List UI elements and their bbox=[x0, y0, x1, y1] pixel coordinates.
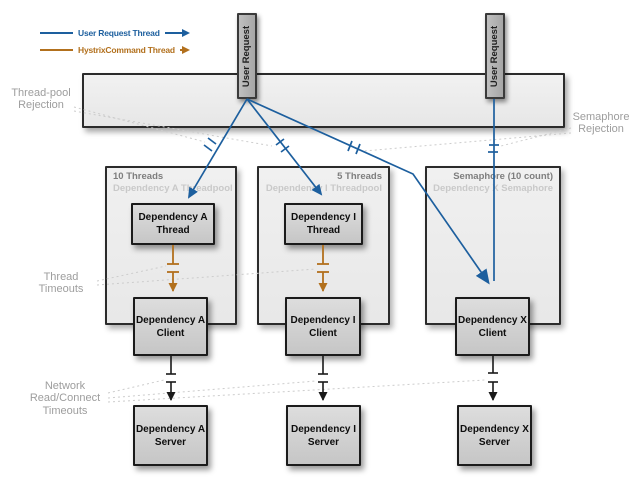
legend-orange-line-2 bbox=[179, 49, 182, 51]
network-timeouts-pointer-i bbox=[107, 380, 317, 399]
thread-pool-rejection-line1: Thread-pool bbox=[11, 87, 71, 99]
dependency-i-thread-line1: Dependency I bbox=[290, 212, 357, 223]
dependency-a-thread-line1: Dependency A bbox=[138, 212, 208, 223]
thread-timeouts-line1: Thread bbox=[43, 271, 79, 283]
network-timeouts-label: Network Read/Connect Timeouts bbox=[20, 380, 110, 417]
threadpool-a-subtitle: Dependency A Threadpool bbox=[113, 183, 233, 195]
dependency-i-thread-line2: Thread bbox=[306, 225, 341, 236]
threadpool-a-title: 10 Threads bbox=[113, 171, 164, 182]
semaphore-x-panel-header: Semaphore (10 count) Dependency X Semaph… bbox=[427, 171, 559, 196]
thread-timeouts-line2: Timeouts bbox=[38, 283, 84, 296]
dependency-a-server-line1: Dependency A bbox=[135, 423, 206, 435]
network-lines bbox=[166, 356, 498, 401]
rejection-tick bbox=[207, 137, 217, 145]
rejection-tick bbox=[280, 145, 290, 153]
user-request-tag-right: User Request bbox=[485, 13, 505, 99]
user-request-tag-right-label: User Request bbox=[489, 25, 501, 87]
network-timeouts-line2: Read/Connect bbox=[29, 392, 101, 405]
semaphore-x-subtitle: Dependency X Semaphore bbox=[433, 183, 553, 195]
legend-user-request-thread-label: User Request Thread bbox=[78, 28, 160, 38]
dependency-i-client-line1: Dependency I bbox=[290, 314, 356, 326]
dependency-a-client-box: Dependency A Client bbox=[133, 297, 208, 356]
network-timeouts-pointer-a bbox=[107, 379, 165, 394]
legend-blue-line-2 bbox=[164, 32, 182, 34]
dependency-i-client-line2: Client bbox=[309, 327, 337, 339]
legend-blue-arrowhead-icon bbox=[182, 29, 190, 37]
dependency-a-thread-box: Dependency A Thread bbox=[131, 203, 215, 245]
semaphore-x-title: Semaphore (10 count) bbox=[453, 171, 553, 182]
threadpool-i-panel-header: 5 Threads Dependency I Threadpool bbox=[259, 171, 388, 196]
semaphore-rejection-line2: Rejection bbox=[578, 123, 624, 136]
thread-pool-rejection-line2: Rejection bbox=[18, 99, 64, 112]
legend-orange-arrowhead-icon bbox=[182, 46, 190, 54]
rejection-tick bbox=[203, 144, 213, 152]
threadpool-i-subtitle: Dependency I Threadpool bbox=[265, 183, 382, 195]
dependency-i-thread-box: Dependency I Thread bbox=[284, 203, 363, 245]
dependency-i-server-line1: Dependency I bbox=[290, 423, 357, 435]
dependency-i-client-box: Dependency I Client bbox=[285, 297, 361, 356]
dependency-x-client-line2: Client bbox=[478, 327, 507, 339]
rejection-tick bbox=[347, 140, 353, 152]
dependency-a-server-line2: Server bbox=[154, 436, 187, 448]
dependency-i-server-line2: Server bbox=[307, 436, 340, 448]
network-timeouts-pointer-x bbox=[107, 379, 486, 403]
dependency-i-server-box: Dependency I Server bbox=[286, 405, 361, 466]
network-timeouts-line1: Network bbox=[44, 380, 86, 392]
thread-timeouts-label: Thread Timeouts bbox=[26, 271, 96, 296]
dependency-x-client-box: Dependency X Client bbox=[455, 297, 530, 356]
legend-blue-line bbox=[40, 32, 73, 34]
rejection-tick bbox=[275, 138, 285, 146]
semaphore-rejection-pointer-diagonal bbox=[363, 132, 572, 152]
semaphore-rejection-line1: Semaphore bbox=[572, 111, 630, 123]
threadpool-i-title: 5 Threads bbox=[337, 171, 382, 182]
legend-hystrix-command-thread-label: HystrixCommand Thread bbox=[78, 45, 175, 55]
user-request-tag-left-label: User Request bbox=[241, 25, 253, 87]
dependency-a-server-box: Dependency A Server bbox=[133, 405, 208, 466]
user-request-tag-left: User Request bbox=[237, 13, 257, 99]
network-timeouts-line3: Timeouts bbox=[42, 404, 88, 417]
dependency-x-server-line2: Server bbox=[478, 436, 511, 448]
legend-hystrix-command-thread: HystrixCommand Thread bbox=[40, 45, 190, 55]
dependency-a-client-line2: Client bbox=[156, 327, 185, 339]
semaphore-rejection-pointer-vertical bbox=[500, 127, 572, 147]
dependency-x-server-line1: Dependency X bbox=[460, 423, 529, 435]
rejection-tick bbox=[355, 143, 361, 155]
dependency-a-client-line1: Dependency A bbox=[135, 314, 206, 326]
dependency-a-thread-line2: Thread bbox=[156, 225, 190, 236]
legend-orange-line bbox=[40, 49, 73, 51]
thread-pool-rejection-label: Thread-pool Rejection bbox=[2, 87, 80, 112]
legend-user-request-thread: User Request Thread bbox=[40, 28, 190, 38]
semaphore-rejection-label: Semaphore Rejection bbox=[566, 111, 636, 136]
dependency-x-server-box: Dependency X Server bbox=[457, 405, 532, 466]
threadpool-a-panel-header: 10 Threads Dependency A Threadpool bbox=[107, 171, 235, 196]
dependency-x-client-line1: Dependency X bbox=[458, 314, 527, 326]
